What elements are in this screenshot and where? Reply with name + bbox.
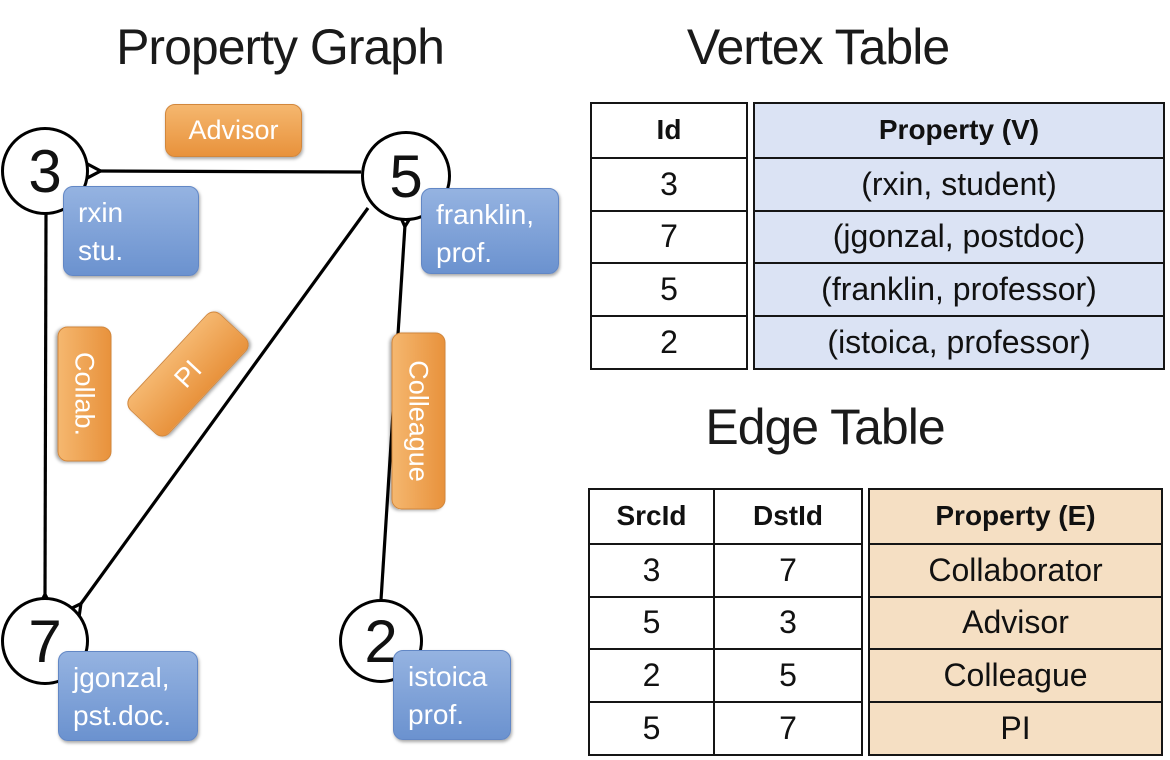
edge-table-header-srcid: SrcId [616, 500, 687, 532]
vertex-table-title: Vertex Table [686, 19, 950, 75]
vertex-table-property-column: Property (V) (rxin, student) (jgonzal, p… [753, 102, 1165, 370]
vertex-property-badge-5: franklin, prof. [421, 188, 559, 274]
vertex-node-5: 5 [361, 131, 451, 221]
edge-label-collab-text: Collab. [70, 351, 100, 437]
vertex-table-row-property: (rxin, student) [755, 156, 1163, 210]
edge-table-header-property: Property (E) [870, 490, 1161, 543]
edge-table-row-dstid: 5 [715, 648, 861, 701]
vertex-table-id-column: Id 3 7 5 2 [590, 102, 748, 370]
edge-table-row-dstid: 7 [715, 542, 861, 596]
edge-label-colleague: Colleague [391, 332, 446, 510]
vertex-table-row-property: (istoica, professor) [755, 315, 1163, 368]
edge-table-row-srcid: 5 [590, 701, 713, 754]
edge-table-row-srcid: 3 [590, 542, 713, 596]
edge-table-row-dstid: 3 [715, 595, 861, 649]
edge-table-title: Edge Table [705, 399, 945, 455]
vertex-node-2-id: 2 [364, 607, 398, 675]
vertex-table-row-id: 7 [592, 209, 746, 263]
edge-label-advisor: Advisor [165, 104, 302, 157]
vertex-property-badge-2: istoica prof. [393, 650, 511, 740]
vertex-node-3-id: 3 [28, 137, 62, 205]
vertex-table-row-property: (jgonzal, postdoc) [755, 209, 1163, 263]
vertex-property-5-line2: prof. [436, 237, 493, 268]
vertex-table-header-id: Id [656, 114, 682, 146]
property-graph-title: Property Graph [116, 19, 445, 75]
vertex-table-header-property: Property (V) [755, 104, 1163, 157]
edge-label-collab: Collab. [57, 326, 112, 462]
vertex-table-row-id: 3 [592, 156, 746, 210]
edge-label-pi-text: PI [167, 354, 208, 394]
edge-table-dstid-column: DstId 7 3 5 7 [713, 490, 861, 754]
edge-table-id-columns: SrcId 3 5 2 5 DstId 7 3 5 7 [588, 488, 863, 756]
vertex-table-row-property: (franklin, professor) [755, 262, 1163, 316]
vertex-property-2-line2: prof. [408, 699, 465, 730]
vertex-table-row-id: 5 [592, 262, 746, 315]
edge-table-row-property: Advisor [870, 595, 1161, 649]
vertex-table-row-id: 2 [592, 315, 746, 368]
edge-label-advisor-text: Advisor [188, 115, 279, 145]
edge-table-row-property: Colleague [870, 648, 1161, 702]
edge-table-row-dstid: 7 [715, 701, 861, 754]
edge-table-header-dstid: DstId [753, 500, 823, 532]
vertex-property-7-line2: pst.doc. [73, 700, 172, 731]
edge-table-row-srcid: 2 [590, 648, 713, 701]
vertex-node-7-id: 7 [28, 607, 62, 675]
edge-table-property-column: Property (E) Collaborator Advisor Collea… [868, 488, 1163, 756]
edge-line-5-to-7 [80, 207, 370, 605]
vertex-property-badge-3: rxin stu. [63, 186, 199, 276]
edge-table-srcid-column: SrcId 3 5 2 5 [590, 490, 713, 754]
vertex-property-2-line1: istoica [408, 661, 488, 692]
vertex-property-5-line1: franklin, [436, 199, 535, 230]
vertex-property-7-line1: jgonzal, [73, 662, 170, 693]
vertex-property-badge-7: jgonzal, pst.doc. [58, 651, 198, 741]
vertex-property-3-line2: stu. [78, 235, 124, 266]
edge-table-row-property: Collaborator [870, 542, 1161, 596]
edge-table-row-property: PI [870, 701, 1161, 754]
edge-table-row-srcid: 5 [590, 595, 713, 649]
vertex-property-3-line1: rxin [78, 197, 124, 228]
vertex-table: Id 3 7 5 2 Property (V) (rxin, student) … [590, 102, 1165, 370]
edge-label-colleague-text: Colleague [404, 360, 434, 482]
edge-table: SrcId 3 5 2 5 DstId 7 3 5 7 Property (E)… [588, 488, 1163, 756]
vertex-node-5-id: 5 [389, 142, 423, 210]
edge-line-5-to-3 [99, 171, 362, 172]
vertex-node-2: 2 [339, 599, 423, 683]
edge-line-3-to-7 [45, 212, 46, 596]
